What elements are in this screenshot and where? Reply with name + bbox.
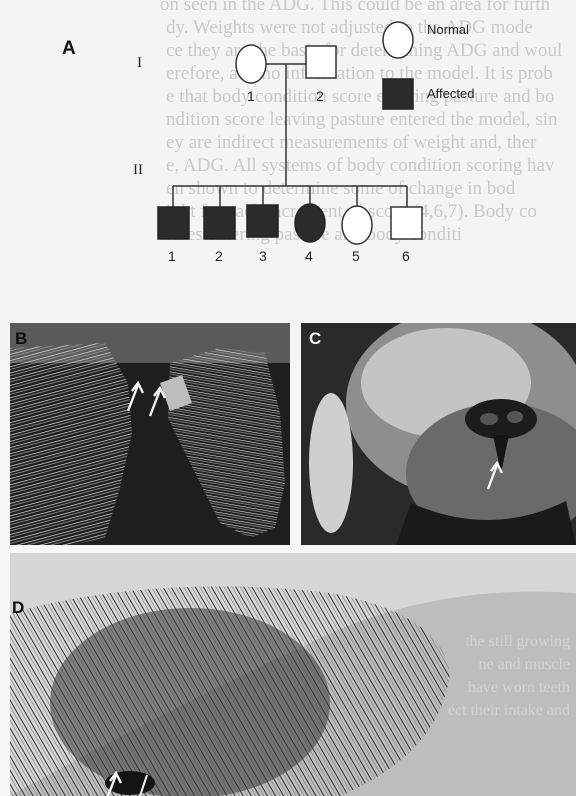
male-affected-symbol xyxy=(204,207,235,239)
panel-c-photo: C xyxy=(301,323,576,545)
male-normal-symbol xyxy=(306,46,336,78)
panel-b-label: B xyxy=(15,329,27,349)
individual-number: 1 xyxy=(168,248,176,264)
panel-d-photo: the still growing ne and muscle have wor… xyxy=(10,553,576,796)
bleed-line: the still growing xyxy=(465,633,570,651)
generation-label: I xyxy=(137,55,142,72)
legend-normal-symbol xyxy=(383,22,413,58)
panel-d-label: D xyxy=(12,598,24,618)
individual-number: 3 xyxy=(259,248,267,264)
female-normal-symbol xyxy=(236,45,266,83)
male-affected-symbol xyxy=(158,207,189,239)
individual-number: 2 xyxy=(316,88,324,104)
individual-number: 1 xyxy=(247,88,255,104)
panel-a-pedigree: on seen in the ADG. This could be an are… xyxy=(0,0,576,360)
panel-b-photo: B xyxy=(10,323,290,545)
legend-affected-symbol xyxy=(383,79,413,109)
individual-number: 6 xyxy=(402,248,410,264)
pedigree-diagram xyxy=(0,0,576,330)
bleed-line: ect their intake and xyxy=(448,702,570,720)
female-affected-symbol xyxy=(295,204,325,242)
individual-number: 4 xyxy=(305,248,313,264)
female-normal-symbol xyxy=(342,206,372,244)
nose-shape xyxy=(465,399,537,439)
muzzle-image xyxy=(301,323,576,545)
generation-label: II xyxy=(133,162,143,179)
paws-image xyxy=(10,323,290,545)
bleed-line: have worn teeth xyxy=(468,679,570,697)
individual-number: 2 xyxy=(215,248,223,264)
panel-c-label: C xyxy=(309,329,321,349)
face-image xyxy=(10,553,576,796)
male-normal-symbol xyxy=(391,207,422,239)
bleed-line: ne and muscle xyxy=(478,656,570,674)
panel-a-label: A xyxy=(62,38,76,60)
male-affected-symbol xyxy=(247,205,278,237)
legend-normal-label: Normal xyxy=(427,22,469,37)
individual-number: 5 xyxy=(352,248,360,264)
legend-affected-label: Affected xyxy=(427,86,474,101)
